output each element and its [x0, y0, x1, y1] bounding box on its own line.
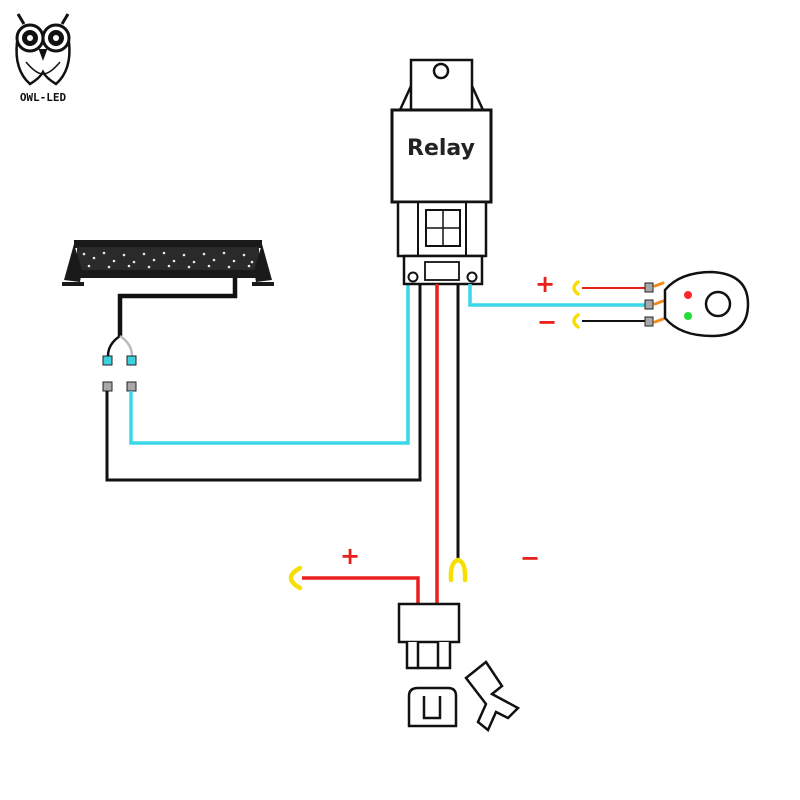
relay-label: Relay	[407, 136, 475, 161]
harness-connector-left	[102, 381, 113, 392]
switch-pin-mid	[653, 299, 665, 306]
switch-pin-bottom	[653, 317, 665, 324]
relay: Relay	[390, 58, 493, 286]
rocker-switch	[663, 270, 750, 338]
switch-plus-sign: +	[535, 270, 555, 298]
battery-plus-sign: +	[340, 542, 360, 570]
cyan-wire-switch	[468, 284, 648, 307]
cyan-wire-lightbar	[129, 284, 410, 445]
owl-led-logo: OWL-LED	[15, 13, 71, 104]
led-green-indicator	[684, 312, 692, 320]
switch-pin-top	[653, 281, 665, 288]
battery-negative-ring-icon	[448, 557, 468, 583]
light-bar-split-wires	[106, 334, 134, 357]
light-bar-connector-left	[102, 355, 113, 366]
brand-name: OWL-LED	[20, 91, 67, 104]
led-red-indicator	[684, 291, 692, 299]
battery-positive-ring-icon	[288, 565, 303, 591]
switch-connector-top	[644, 282, 654, 293]
fuse-holder	[397, 602, 521, 732]
led-light-bar	[62, 240, 274, 286]
switch-connector-bottom	[644, 316, 654, 327]
battery-positive-wire	[302, 576, 420, 604]
light-bar-cable	[117, 278, 238, 336]
switch-minus-sign: −	[537, 308, 557, 336]
switch-positive-ring-icon	[572, 280, 580, 296]
switch-negative-ring-icon	[572, 313, 580, 329]
light-bar-connector-right	[126, 355, 137, 366]
harness-connector-right	[126, 381, 137, 392]
black-wire-lightbar	[105, 284, 422, 482]
light-bar-lens	[82, 251, 254, 269]
battery-minus-sign: −	[520, 544, 540, 572]
switch-connector-mid	[644, 299, 654, 310]
owl-icon	[15, 13, 71, 86]
